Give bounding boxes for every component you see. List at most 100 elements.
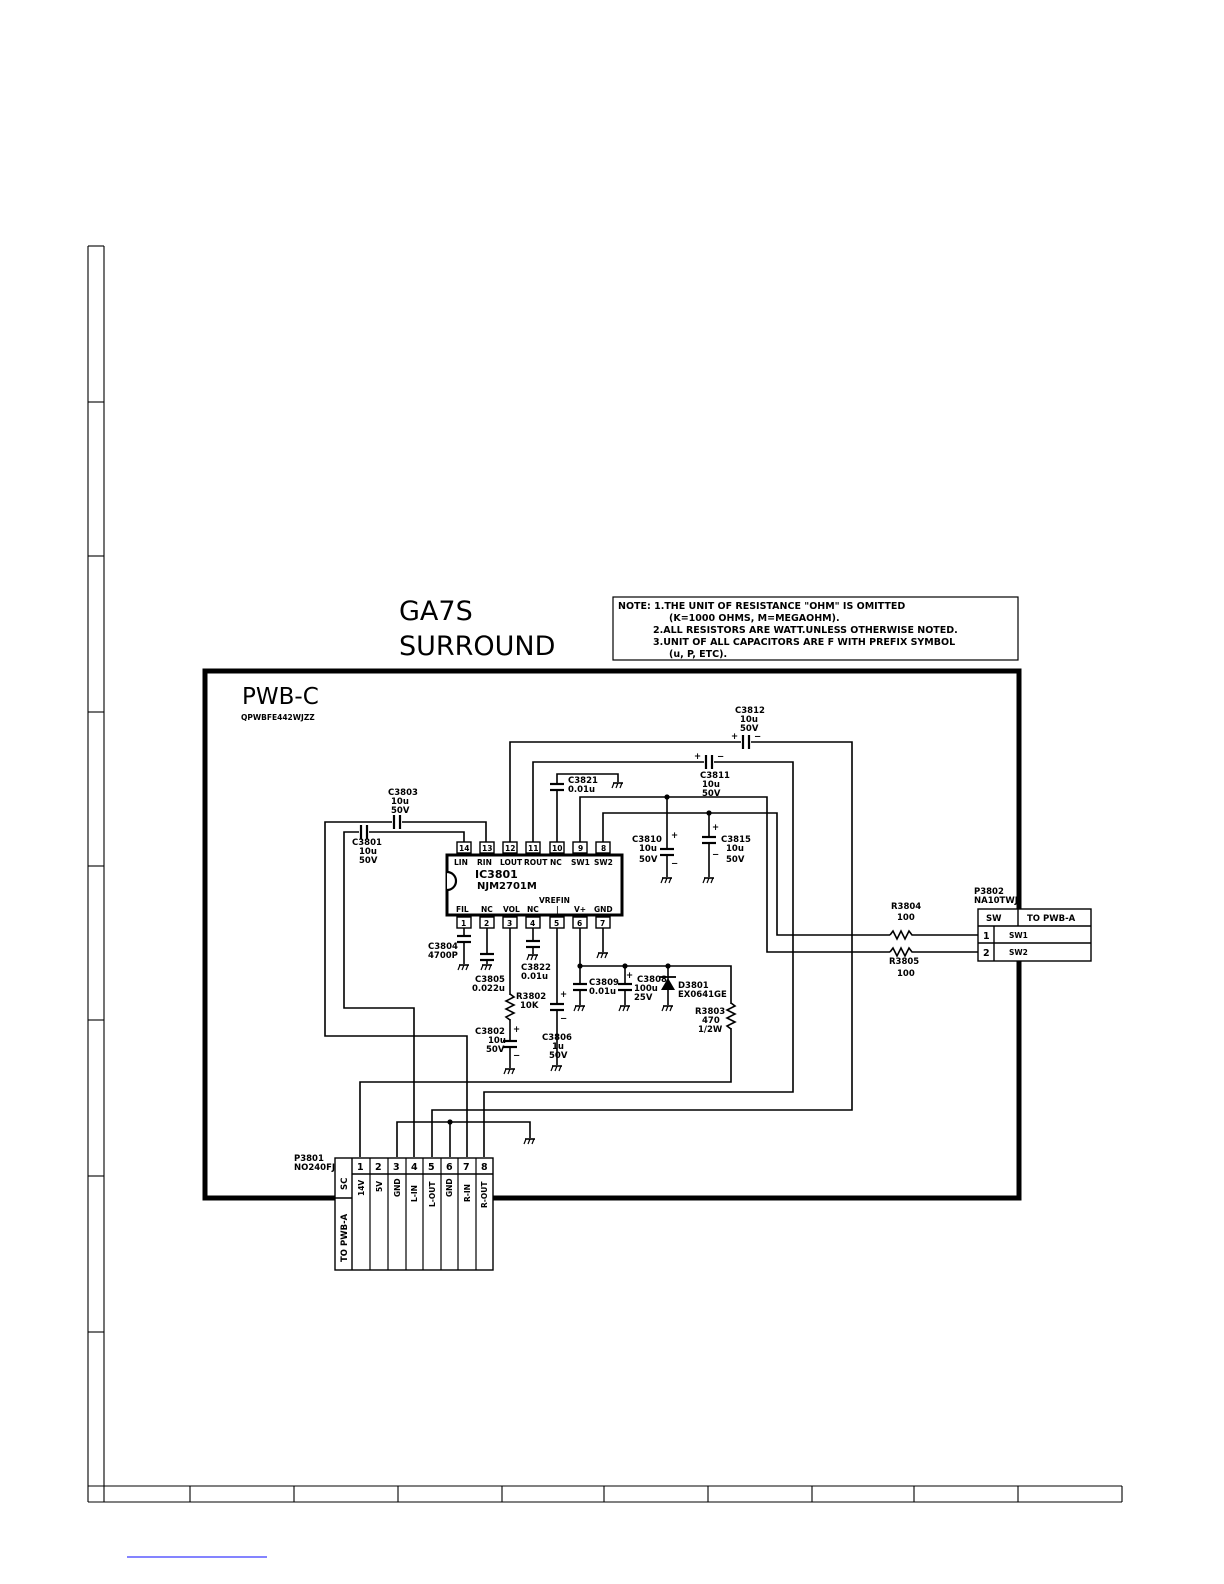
ic-pin-7-num: 7: [600, 919, 605, 928]
svg-text:C3806: C3806: [542, 1033, 572, 1043]
resistor-r3803: [725, 1002, 737, 1030]
svg-text:C3804: C3804: [428, 942, 458, 952]
ic-label-gnd: GND: [594, 905, 613, 914]
ic-label-rin: RIN: [477, 858, 492, 867]
svg-text:50V: 50V: [740, 724, 759, 734]
ic-pin-3-num: 3: [507, 919, 512, 928]
ic-pin-11-num: 11: [528, 844, 538, 853]
svg-text:0.01u: 0.01u: [568, 785, 595, 795]
p3801-pin-1-label: 14V: [357, 1180, 366, 1196]
p3801-pin-7-num: 7: [463, 1162, 470, 1173]
p3801-part: NO240FJ: [294, 1163, 335, 1173]
capacitor-c3806: +−: [550, 990, 567, 1024]
capacitor-c3811: +−: [694, 752, 724, 769]
p3802-ref: P3802: [974, 887, 1004, 897]
ic-bottom-pins: 1 2 3 4 5 6 7: [456, 916, 611, 929]
p3801-pin-6-label: GND: [445, 1178, 454, 1197]
capacitor-c3801: [359, 825, 369, 839]
label-c3811: C3811 10u 50V: [700, 771, 730, 799]
svg-text:C3812: C3812: [735, 706, 765, 716]
ic-label-lout: LOUT: [500, 858, 523, 867]
capacitor-c3822: [526, 939, 540, 949]
ic-label-pin5: |: [556, 905, 559, 915]
p3801-pin-7-label: R-IN: [463, 1184, 472, 1202]
ic-label-nc-10: NC: [550, 858, 562, 867]
svg-text:R3803: R3803: [695, 1007, 725, 1017]
ic-label-rout: ROUT: [524, 858, 548, 867]
svg-text:+: +: [626, 971, 633, 981]
ic-label-sw2: SW2: [594, 858, 613, 867]
note-line-2: (K=1000 OHMS, M=MEGAOHM).: [669, 613, 840, 624]
capacitor-c3821: [550, 782, 564, 792]
p3801-pin-4-label: L-IN: [410, 1185, 419, 1202]
svg-text:4700P: 4700P: [428, 951, 458, 961]
svg-text:+: +: [731, 732, 738, 742]
note-line-5: (u, P, ETC).: [669, 649, 727, 660]
resistor-r3802: [504, 993, 516, 1021]
label-c3804: C3804 4700P: [428, 942, 458, 961]
p3802-header-to: TO PWB-A: [1027, 914, 1076, 924]
capacitor-c3812: +−: [731, 732, 761, 749]
label-c3808: C3808 100u 25V: [634, 975, 667, 1003]
title-section: SURROUND: [399, 631, 555, 662]
label-c3801: C3801 10u 50V: [352, 838, 382, 866]
label-c3812: C3812 10u 50V: [735, 706, 765, 734]
label-c3805: C3805 0.022u: [472, 975, 505, 994]
label-c3815: C3815 10u 50V: [721, 835, 751, 865]
ic-pin-12-num: 12: [505, 844, 515, 853]
ic-top-labels: LIN RIN LOUT ROUT NC SW1 SW2: [454, 858, 613, 867]
svg-text:50V: 50V: [549, 1051, 568, 1061]
board-code: QPWBFE442WJZZ: [241, 713, 315, 722]
svg-text:C3808: C3808: [637, 975, 667, 985]
svg-text:0.01u: 0.01u: [521, 972, 548, 982]
p3801-pin-5-label: L-OUT: [428, 1181, 437, 1207]
svg-text:C3815: C3815: [721, 835, 751, 845]
ic-label-fil: FIL: [456, 905, 469, 914]
ic-pin-2-num: 2: [484, 919, 489, 928]
p3801-pin-3-num: 3: [393, 1162, 400, 1173]
svg-text:100: 100: [897, 913, 915, 923]
capacitor-c3804: [457, 934, 471, 944]
svg-text:C3803: C3803: [388, 788, 418, 798]
svg-text:EX0641GE: EX0641GE: [678, 990, 727, 1000]
ic-label-vol: VOL: [503, 905, 520, 914]
p3802-pin-1-num: 1: [983, 931, 990, 942]
svg-text:50V: 50V: [486, 1045, 505, 1055]
ic-label-vplus: V+: [574, 905, 586, 914]
p3801-pin-4-num: 4: [411, 1162, 418, 1173]
ic-pin-1-num: 1: [461, 919, 466, 928]
svg-text:+: +: [671, 831, 678, 841]
svg-text:−: −: [754, 732, 761, 742]
svg-text:D3801: D3801: [678, 981, 709, 991]
capacitor-c3810: +−: [660, 831, 678, 869]
svg-text:C3811: C3811: [700, 771, 730, 781]
capacitor-c3809: [573, 982, 587, 992]
label-c3802: C3802 10u 50V: [475, 1027, 506, 1055]
p3801-pin-6-num: 6: [446, 1162, 453, 1173]
p3801-pin-8-num: 8: [481, 1162, 488, 1173]
svg-text:100: 100: [897, 969, 915, 979]
note-box: [612, 596, 1019, 661]
label-c3806: C3806 1u 50V: [542, 1033, 572, 1061]
svg-text:10u: 10u: [488, 1036, 506, 1046]
note-line-3: 2.ALL RESISTORS ARE WATT.UNLESS OTHERWIS…: [653, 625, 958, 636]
ic3801-body: [445, 853, 624, 917]
capacitor-c3805: [480, 952, 494, 962]
ic-vrefin: VREFIN: [539, 896, 570, 905]
label-c3822: C3822 0.01u: [521, 963, 551, 982]
svg-text:−: −: [513, 1051, 520, 1061]
junctions: [447, 794, 712, 1125]
p3802-header-sw: SW: [986, 914, 1002, 924]
ic-pin-14-num: 14: [459, 844, 469, 853]
svg-text:−: −: [671, 859, 678, 869]
capacitor-c3802: +−: [503, 1025, 520, 1061]
ic-label-nc-4: NC: [527, 905, 539, 914]
svg-text:25V: 25V: [634, 993, 653, 1003]
ic-label-nc-2: NC: [481, 905, 493, 914]
svg-text:10K: 10K: [520, 1001, 539, 1011]
label-c3809: C3809 0.01u: [589, 978, 619, 997]
connector-p3801: P3801 NO240FJ 1 2 3 4 5 6 7 8 SC TO PWB-…: [294, 1154, 494, 1271]
p3801-pin-2-num: 2: [375, 1162, 382, 1173]
p3802-part: NA10TWJ: [974, 896, 1018, 906]
p3801-ref: P3801: [294, 1154, 324, 1164]
